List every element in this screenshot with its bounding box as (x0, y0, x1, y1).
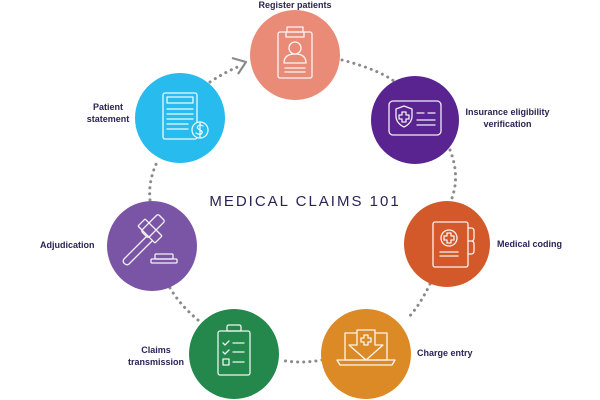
clipboard-patient-icon (277, 26, 313, 79)
connector-charge-claims (278, 358, 324, 364)
connector-statement-register (208, 64, 242, 84)
checklist-icon (217, 324, 251, 376)
step-label-adjudication: Adjudication (40, 240, 95, 250)
connector-register-insurance (340, 58, 397, 84)
insurance-card-icon (388, 100, 442, 136)
gavel-icon (122, 214, 178, 266)
step-circle-statement (135, 73, 225, 163)
medical-folder-icon (432, 221, 475, 268)
step-label-claims: Claims transmission (127, 345, 185, 367)
bill-dollar-icon (162, 92, 209, 140)
step-circle-insurance (371, 76, 459, 164)
step-label-statement: Patient statement (86, 102, 130, 124)
step-circle-coding (404, 201, 490, 287)
connector-insurance-coding (448, 148, 457, 200)
connector-coding-charge (406, 282, 432, 320)
laptop-download-icon (336, 329, 396, 366)
step-label-register: Register patients (258, 0, 332, 10)
diagram-title: MEDICAL CLAIMS 101 (209, 193, 401, 210)
step-label-insurance: Insurance eligibility verification (465, 107, 550, 129)
step-circle-register (250, 10, 340, 100)
dotted-connectors (148, 58, 457, 364)
arrow-head-icon (231, 56, 248, 75)
step-circle-claims (189, 309, 279, 399)
step-circle-adjudication (107, 201, 197, 291)
step-label-charge: Charge entry (417, 348, 473, 358)
connector-claims-adjudication (168, 286, 200, 322)
connector-adjudication-statement (148, 158, 160, 202)
step-label-coding: Medical coding (497, 239, 563, 249)
